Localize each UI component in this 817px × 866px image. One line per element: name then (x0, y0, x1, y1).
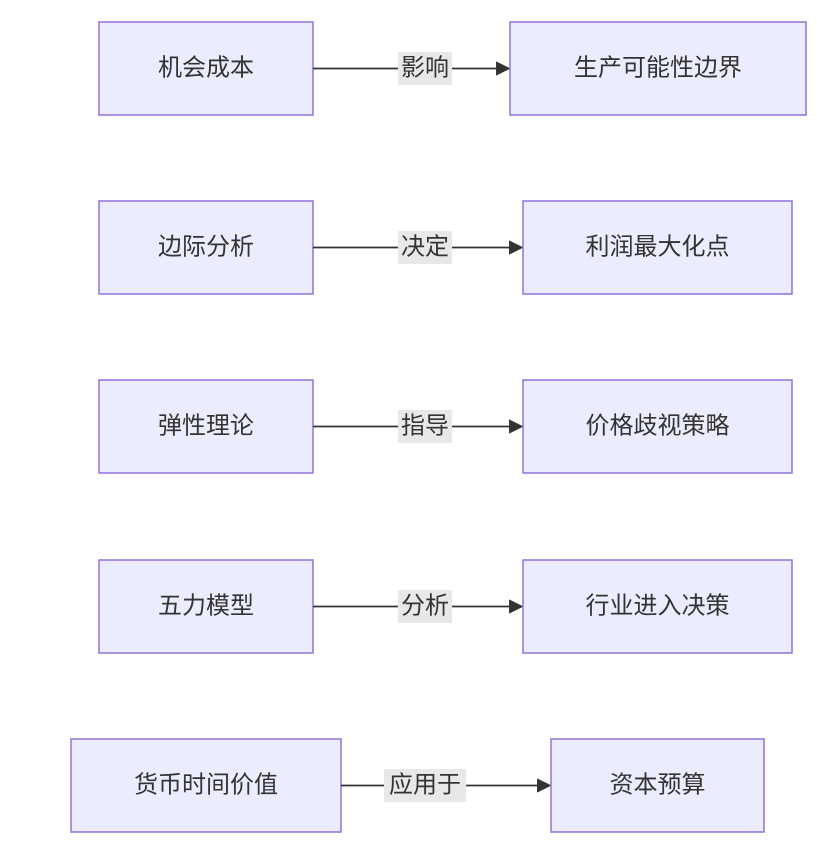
target-node-3[interactable]: 行业进入决策 (522, 559, 793, 654)
flow-row-1: 边际分析 决定 利润最大化点 (98, 200, 793, 295)
edge-label-1-text: 决定 (401, 233, 449, 261)
target-node-4-label: 资本预算 (610, 771, 706, 799)
edge-label-1: 决定 (398, 231, 452, 264)
edge-label-0: 影响 (398, 52, 452, 85)
edge-label-2-text: 指导 (401, 412, 449, 440)
source-node-2[interactable]: 弹性理论 (98, 379, 314, 474)
edge-label-3: 分析 (398, 590, 452, 623)
source-node-4-label: 货币时间价值 (134, 771, 278, 799)
target-node-1[interactable]: 利润最大化点 (522, 200, 793, 295)
source-node-0-label: 机会成本 (158, 54, 254, 82)
source-node-0[interactable]: 机会成本 (98, 21, 314, 116)
target-node-0[interactable]: 生产可能性边界 (509, 21, 807, 116)
flow-row-2: 弹性理论 指导 价格歧视策略 (98, 379, 793, 474)
edge-label-2: 指导 (398, 410, 452, 443)
edge-label-4: 应用于 (384, 769, 466, 802)
target-node-3-label: 行业进入决策 (586, 592, 730, 620)
source-node-2-label: 弹性理论 (158, 412, 254, 440)
target-node-2-label: 价格歧视策略 (586, 412, 730, 440)
edge-label-4-text: 应用于 (389, 771, 461, 799)
source-node-1[interactable]: 边际分析 (98, 200, 314, 295)
edge-label-0-text: 影响 (401, 54, 449, 82)
flow-row-4: 货币时间价值 应用于 资本预算 (70, 738, 765, 833)
flow-row-0: 机会成本 影响 生产可能性边界 (98, 21, 807, 116)
source-node-4[interactable]: 货币时间价值 (70, 738, 342, 833)
target-node-1-label: 利润最大化点 (586, 233, 730, 261)
target-node-2[interactable]: 价格歧视策略 (522, 379, 793, 474)
target-node-4[interactable]: 资本预算 (550, 738, 765, 833)
flow-row-3: 五力模型 分析 行业进入决策 (98, 559, 793, 654)
edge-label-3-text: 分析 (401, 592, 449, 620)
source-node-1-label: 边际分析 (158, 233, 254, 261)
source-node-3-label: 五力模型 (158, 592, 254, 620)
source-node-3[interactable]: 五力模型 (98, 559, 314, 654)
target-node-0-label: 生产可能性边界 (574, 54, 742, 82)
